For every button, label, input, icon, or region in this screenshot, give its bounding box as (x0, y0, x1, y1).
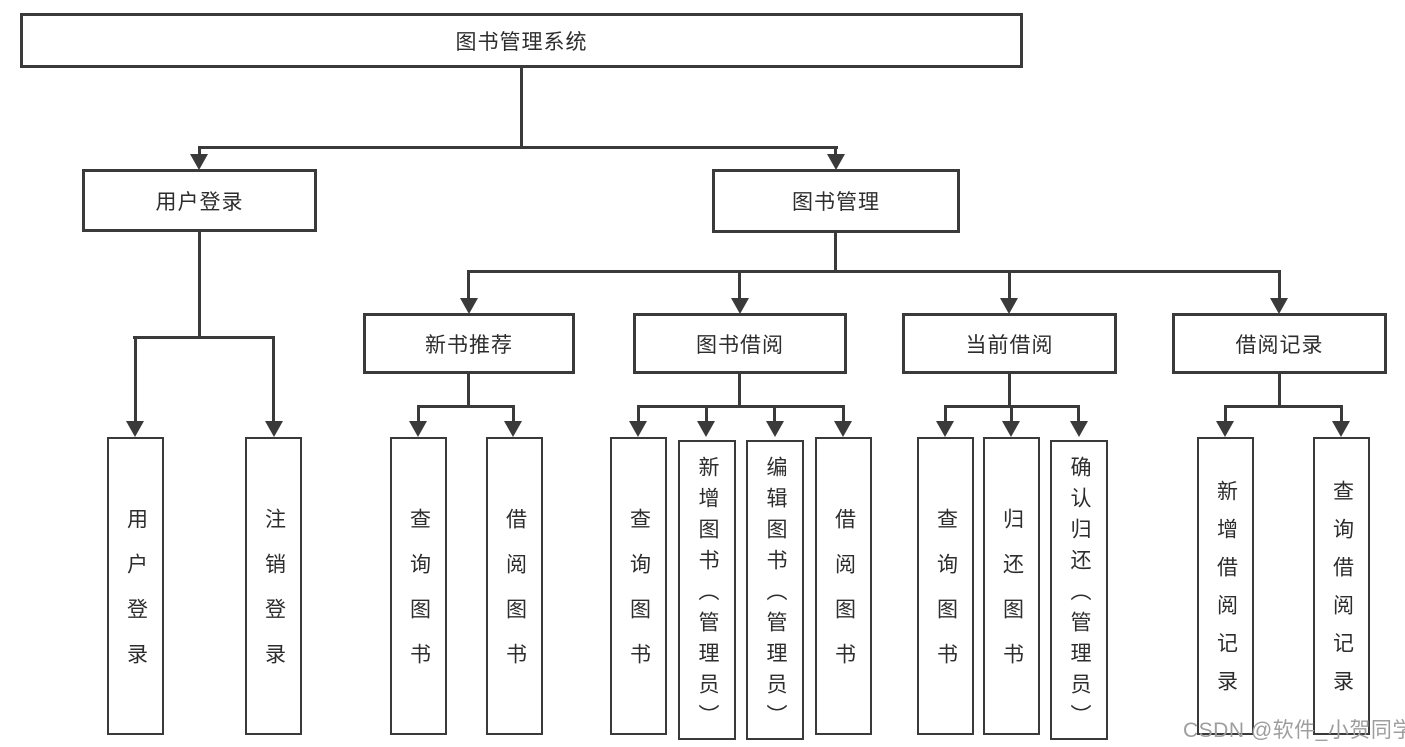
arrowhead-g1-leaf2 (504, 421, 522, 437)
connector-g3-drop1 (944, 405, 947, 423)
node-new-book-recommend: 新书推荐 (363, 313, 575, 374)
connector-g1-stem (467, 374, 470, 405)
node-book-management: 图书管理 (712, 169, 960, 233)
arrowhead-login-leaf (126, 421, 144, 437)
connector-drop-current-borrow (1008, 270, 1011, 300)
connector-drop-login-leaf (134, 336, 137, 423)
connector-g1-drop1 (417, 405, 420, 423)
connector-g4-drop2 (1340, 405, 1343, 423)
connector-g1-drop2 (512, 405, 515, 423)
leaf-label: 查询借阅记录 (1330, 480, 1354, 708)
arrowhead-g1-leaf1 (409, 421, 427, 437)
leaf-label: 查询图书 (627, 508, 651, 688)
leaf-label: 用户登录 (124, 508, 148, 688)
leaf-query-books-3: 查询图书 (917, 437, 974, 735)
leaf-user-login: 用户登录 (107, 437, 164, 735)
arrowhead-current-borrow (1000, 298, 1018, 314)
connector-g4-stem (1278, 374, 1281, 405)
arrowhead-logout-leaf (265, 421, 283, 437)
connector-g2-drop2 (705, 405, 708, 423)
connector-bookmgmt-hline (467, 270, 1281, 273)
connector-g3-stem (1008, 374, 1011, 405)
leaf-query-books-2: 查询图书 (610, 437, 667, 735)
arrowhead-g3-leaf3 (1070, 421, 1088, 437)
connector-drop-book-management (834, 146, 837, 156)
connector-root-hline (198, 146, 838, 149)
connector-g4-drop1 (1224, 405, 1227, 423)
csdn-watermark: CSDN @软件_小贺同学 (1183, 719, 1405, 742)
arrowhead-g2-leaf1 (629, 421, 647, 437)
leaf-return-books: 归还图书 (983, 437, 1040, 735)
connector-g1-hline (417, 405, 515, 408)
leaf-edit-book-admin: 编辑图书（管理员） (746, 440, 804, 740)
leaf-label: 确认归还（管理员） (1068, 455, 1091, 735)
leaf-label: 查询图书 (407, 508, 431, 688)
connector-g2-hline (637, 405, 844, 408)
arrowhead-g4-leaf1 (1216, 421, 1234, 437)
arrowhead-g2-leaf2 (697, 421, 715, 437)
connector-g2-stem (738, 374, 741, 405)
leaf-label: 归还图书 (1000, 508, 1024, 688)
leaf-label: 查询图书 (934, 508, 958, 688)
leaf-borrow-books-2: 借阅图书 (815, 437, 872, 735)
connector-g3-drop3 (1077, 405, 1080, 423)
connector-drop-new-book (467, 270, 470, 300)
leaf-label: 新增图书（管理员） (696, 455, 719, 735)
node-current-borrow: 当前借阅 (902, 313, 1117, 374)
connector-g2-drop4 (842, 405, 845, 423)
arrowhead-g4-leaf2 (1332, 421, 1350, 437)
leaf-label: 新增借阅记录 (1214, 480, 1238, 708)
connector-userlogin-stem (198, 232, 201, 336)
connector-g2-drop1 (637, 405, 640, 423)
node-borrow-records: 借阅记录 (1172, 313, 1387, 374)
arrowhead-new-book (460, 298, 478, 314)
arrowhead-borrow-records (1270, 298, 1288, 314)
leaf-confirm-return-admin: 确认归还（管理员） (1050, 440, 1108, 740)
node-user-login: 用户登录 (82, 169, 317, 232)
leaf-query-borrow-record: 查询借阅记录 (1313, 437, 1370, 735)
leaf-add-book-admin: 新增图书（管理员） (678, 440, 736, 740)
connector-g2-drop3 (773, 405, 776, 423)
node-book-borrow: 图书借阅 (633, 313, 847, 374)
arrowhead-g2-leaf4 (834, 421, 852, 437)
leaf-label: 注销登录 (262, 508, 286, 688)
leaf-label: 借阅图书 (503, 508, 527, 688)
leaf-label: 借阅图书 (832, 508, 856, 688)
connector-g3-drop2 (1010, 405, 1013, 423)
connector-g4-hline (1224, 405, 1343, 408)
leaf-add-borrow-record: 新增借阅记录 (1197, 437, 1254, 735)
arrowhead-book-management (827, 154, 845, 170)
connector-userlogin-hline (133, 336, 275, 339)
arrowhead-user-login (190, 154, 208, 170)
node-root: 图书管理系统 (20, 13, 1023, 68)
connector-drop-logout-leaf (272, 336, 275, 423)
leaf-logout: 注销登录 (245, 437, 302, 735)
connector-drop-book-borrow (738, 270, 741, 300)
arrowhead-book-borrow (731, 298, 749, 314)
connector-bookmgmt-stem (834, 233, 837, 270)
arrowhead-g3-leaf1 (936, 421, 954, 437)
arrowhead-g3-leaf2 (1002, 421, 1020, 437)
connector-root-stem (520, 68, 523, 146)
arrowhead-g2-leaf3 (766, 421, 784, 437)
connector-drop-borrow-records (1278, 270, 1281, 300)
connector-drop-user-login (198, 146, 201, 156)
leaf-borrow-books-1: 借阅图书 (486, 437, 543, 735)
leaf-query-books-1: 查询图书 (390, 437, 447, 735)
leaf-label: 编辑图书（管理员） (764, 455, 787, 735)
